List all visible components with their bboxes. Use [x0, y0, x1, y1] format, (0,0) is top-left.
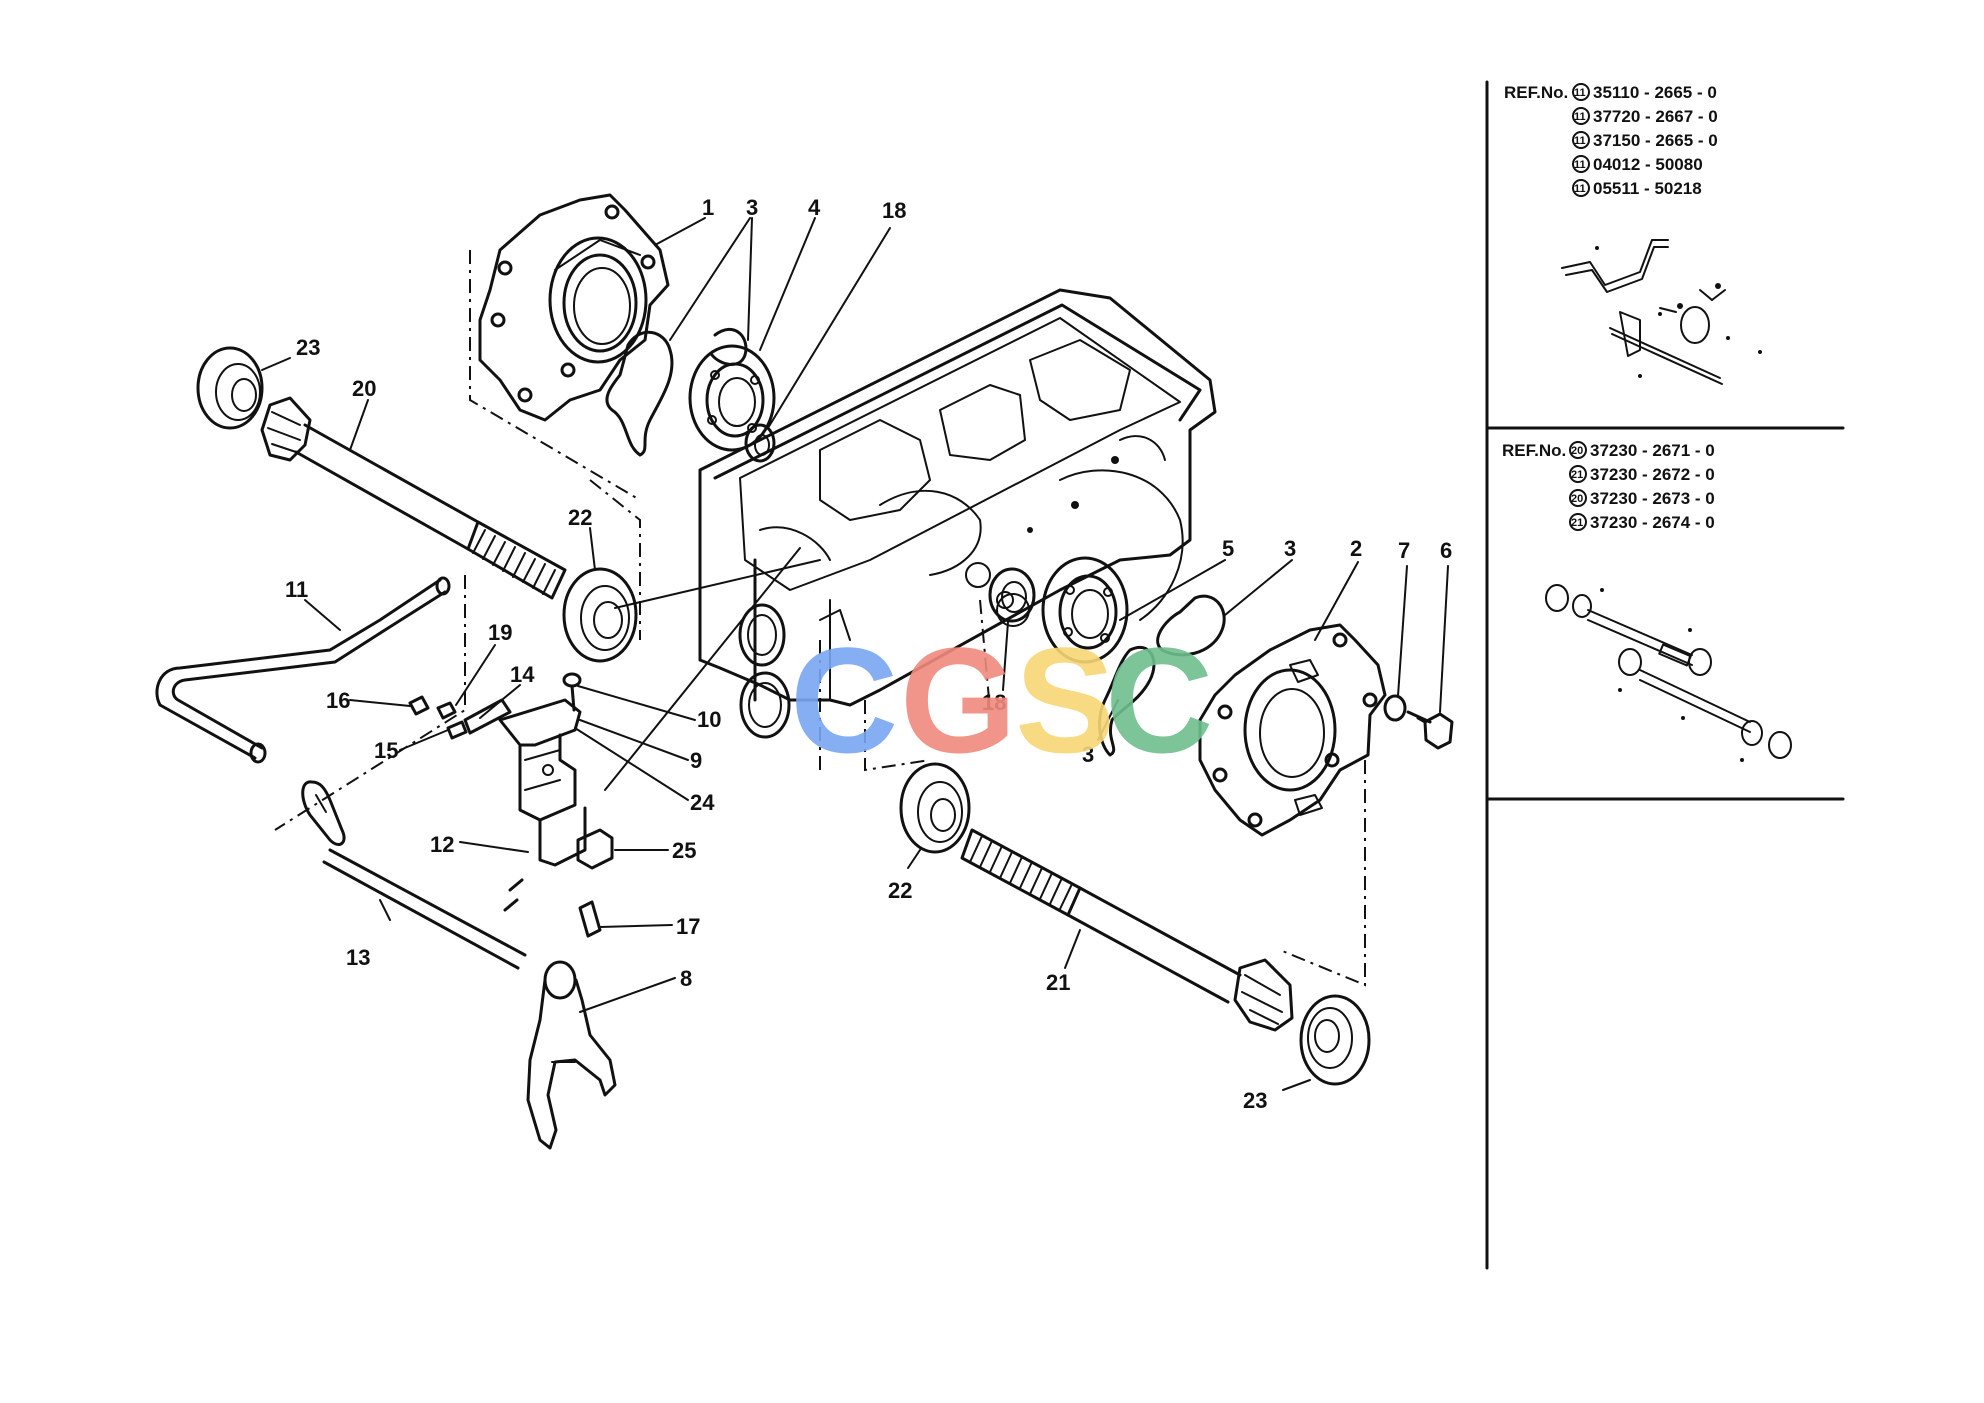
part-label-8: 8	[680, 966, 692, 991]
ball-bearing-5	[1041, 556, 1129, 664]
svg-text:11: 11	[1574, 183, 1586, 195]
part-label-24: 24	[690, 790, 715, 815]
part-label-10: 10	[697, 707, 721, 732]
part-label-21: 21	[1046, 970, 1070, 995]
part-label-13: 13	[346, 945, 370, 970]
collar-18-top	[744, 423, 776, 463]
ref-panel-2: REF.No. 20 37230 - 2671 - 0 21 37230 - 2…	[1502, 441, 1715, 532]
part-label-3-lower: 3	[1082, 742, 1094, 767]
ball-bearing-22-bottom	[864, 700, 971, 854]
part-label-16: 16	[326, 688, 350, 713]
shift-fork-8	[526, 960, 617, 1150]
svg-text:11: 11	[1574, 159, 1586, 171]
watermark-logo: C G S C	[790, 616, 1213, 784]
collar-18-right	[988, 567, 1036, 623]
part-label-19: 19	[488, 620, 512, 645]
detent-parts	[408, 695, 512, 740]
part-label-4: 4	[808, 195, 821, 220]
ref-marker-icon: 21	[1569, 513, 1587, 531]
part-label-22: 22	[568, 505, 592, 530]
ref-panel-2-line: 37230 - 2672 - 0	[1590, 465, 1715, 484]
svg-text:11: 11	[1574, 135, 1586, 147]
ball-bearing-23-top	[196, 346, 264, 430]
part-number-labels: 1 3 4 18 23 20 22 11 19 14 16 15 10 9 24…	[285, 195, 1452, 1113]
ref-marker-icon: 21	[1569, 465, 1587, 483]
oil-seal-pair	[738, 603, 791, 739]
part-label-9: 9	[690, 748, 702, 773]
watermark-letter-g: G	[900, 616, 1017, 784]
ref-panel-2-prefix: REF.No.	[1502, 441, 1566, 460]
part-label-23-bottom: 23	[1243, 1088, 1267, 1113]
ball-bearing-22-top	[562, 479, 641, 663]
svg-text:20: 20	[1571, 445, 1583, 457]
ref-panel-1-prefix: REF.No.	[1504, 83, 1568, 102]
part-label-20: 20	[352, 376, 376, 401]
shim-plate-left	[605, 328, 748, 457]
ref-panel-1-line: 37150 - 2665 - 0	[1593, 131, 1718, 150]
ref-marker-icon: 11	[1572, 107, 1590, 125]
ref-panel-1-line: 05511 - 50218	[1593, 179, 1702, 198]
ball-bearing-23-bottom	[1299, 994, 1371, 1086]
part-label-25: 25	[672, 838, 696, 863]
svg-text:11: 11	[1574, 111, 1586, 123]
svg-text:11: 11	[1574, 87, 1586, 99]
part-label-3: 3	[746, 195, 758, 220]
shim-plate-right	[1098, 594, 1226, 757]
pto-shaft-21	[960, 760, 1366, 1032]
part-label-2: 2	[1350, 536, 1362, 561]
part-label-7: 7	[1398, 538, 1410, 563]
ref-panel-2-line: 37230 - 2671 - 0	[1590, 441, 1715, 460]
part-label-15: 15	[374, 738, 398, 763]
bearing-housing-right	[1198, 623, 1387, 837]
part-label-18-right: 18	[982, 690, 1006, 715]
ref-panel-1: REF.No. 11 35110 - 2665 - 0 11 37720 - 2…	[1504, 83, 1718, 198]
part-label-6: 6	[1440, 538, 1452, 563]
ref-panel-1-line: 37720 - 2667 - 0	[1593, 107, 1718, 126]
ref-panel-2-line: 37230 - 2673 - 0	[1590, 489, 1715, 508]
bolt-6	[1406, 710, 1454, 750]
ref-panel-2-line: 37230 - 2674 - 0	[1590, 513, 1715, 532]
pto-shaft-20	[260, 396, 567, 600]
shift-rod-11	[155, 575, 466, 831]
watermark-letter-c: C	[790, 616, 898, 784]
ref-marker-icon: 11	[1572, 179, 1590, 197]
svg-text:20: 20	[1571, 493, 1583, 505]
ref-panel-1-line: 35110 - 2665 - 0	[1593, 83, 1717, 102]
part-label-18: 18	[882, 198, 906, 223]
bearing-housing-left	[469, 193, 670, 501]
svg-text:21: 21	[1571, 517, 1583, 529]
part-label-11: 11	[285, 577, 308, 602]
ref-marker-icon: 11	[1572, 155, 1590, 173]
part-label-5: 5	[1222, 536, 1234, 561]
ref-marker-icon: 20	[1569, 489, 1587, 507]
fork-rod-13	[301, 780, 527, 970]
part-label-22-bottom: 22	[888, 878, 912, 903]
part-label-23: 23	[296, 335, 320, 360]
shift-lever-thumbnail	[1561, 239, 1762, 385]
watermark-letter-s: S	[1015, 616, 1115, 784]
washer-7	[1383, 694, 1407, 722]
ref-panel-frame	[1485, 80, 1845, 1270]
part-label-12: 12	[430, 832, 454, 857]
ref-marker-icon: 11	[1572, 83, 1590, 101]
part-label-14: 14	[510, 662, 535, 687]
shaft-thumbnail	[1545, 584, 1792, 762]
ref-marker-icon: 20	[1569, 441, 1587, 459]
shift-bracket-assembly	[498, 698, 614, 870]
part-label-3-right: 3	[1284, 536, 1296, 561]
svg-text:21: 21	[1571, 469, 1583, 481]
part-label-17: 17	[676, 914, 700, 939]
ball-bearing-4	[688, 344, 776, 452]
ref-marker-icon: 11	[1572, 131, 1590, 149]
leader-lines	[261, 217, 1449, 1091]
pin-17	[578, 900, 602, 938]
watermark-letter-c2: C	[1105, 616, 1213, 784]
part-label-1: 1	[702, 195, 714, 220]
ref-panel-1-line: 04012 - 50080	[1593, 155, 1703, 174]
